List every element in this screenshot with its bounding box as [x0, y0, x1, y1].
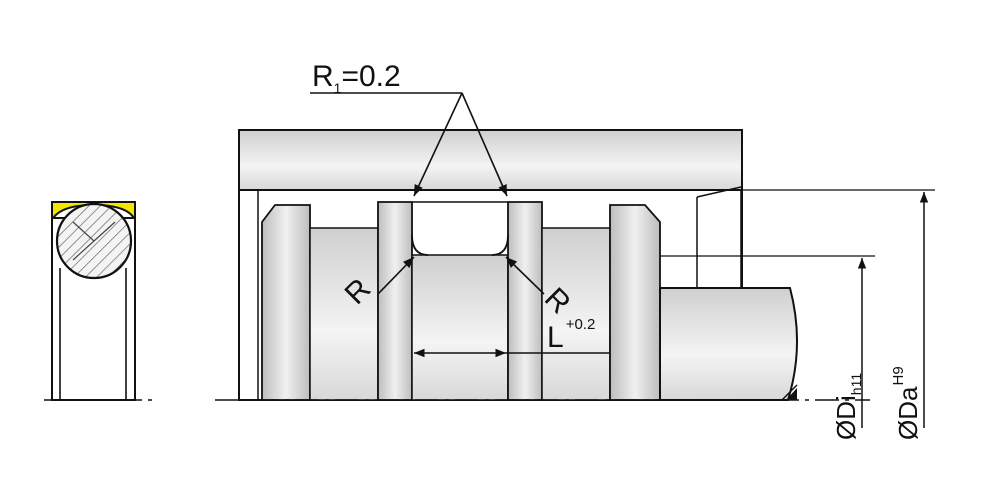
- da-dimension-label: ØDaH9: [890, 366, 923, 440]
- seal-cross-section: [44, 201, 158, 401]
- groove-center: [411, 254, 509, 401]
- installation-section: [215, 129, 870, 401]
- di-dimension-label: ØDih11: [831, 373, 864, 440]
- dimension-lines: [310, 92, 935, 428]
- shaft: [659, 287, 799, 401]
- l-dimension-label: L+0.2: [547, 316, 595, 354]
- r1-label: R1=0.2: [312, 60, 401, 96]
